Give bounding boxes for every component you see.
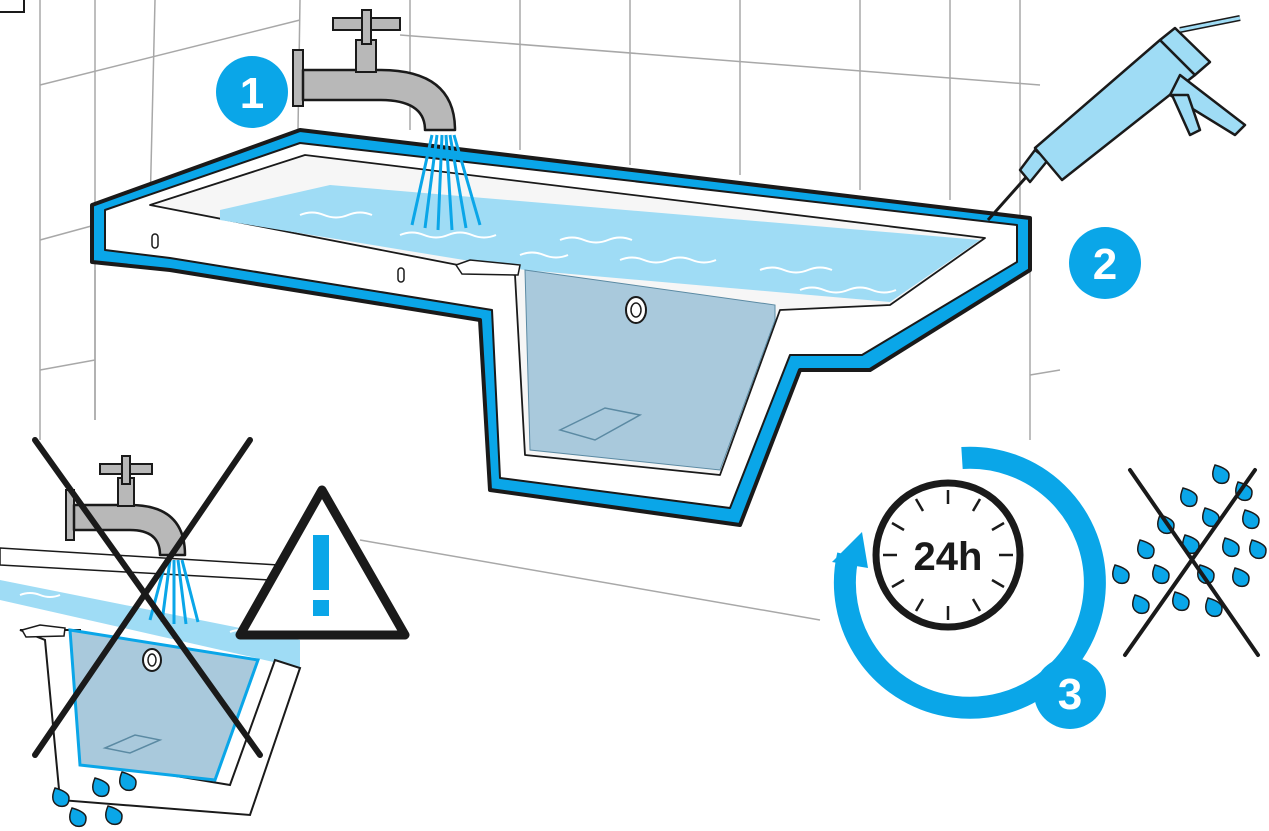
overflow-hole (625, 296, 647, 324)
warning-triangle-icon (235, 485, 410, 640)
step-1-badge: 1 (216, 56, 288, 128)
rim-slot (151, 233, 159, 249)
step-2-badge: 2 (1069, 227, 1141, 299)
drain-plate (557, 407, 643, 441)
caulking-gun-icon (986, 15, 1247, 221)
water-deep-section (524, 269, 776, 471)
water-drops-icon (52, 771, 137, 828)
rim-bracket (454, 259, 521, 276)
step-3-number: 3 (1058, 670, 1082, 719)
water-ripples (299, 211, 897, 294)
step-2-number: 2 (1093, 240, 1117, 289)
water-stream (410, 134, 482, 231)
frame-corner (0, 0, 25, 13)
water-drops-icon (1112, 464, 1267, 618)
timer-label: 24h (914, 535, 983, 579)
cross-out-icon (32, 437, 263, 758)
step-1-number: 1 (240, 69, 264, 118)
step-3-badge: 3 (1034, 657, 1106, 729)
rim-slot (397, 267, 405, 283)
cross-out-icon (1123, 468, 1260, 657)
faucet-icon (292, 9, 457, 132)
faucet-icon (65, 455, 187, 557)
